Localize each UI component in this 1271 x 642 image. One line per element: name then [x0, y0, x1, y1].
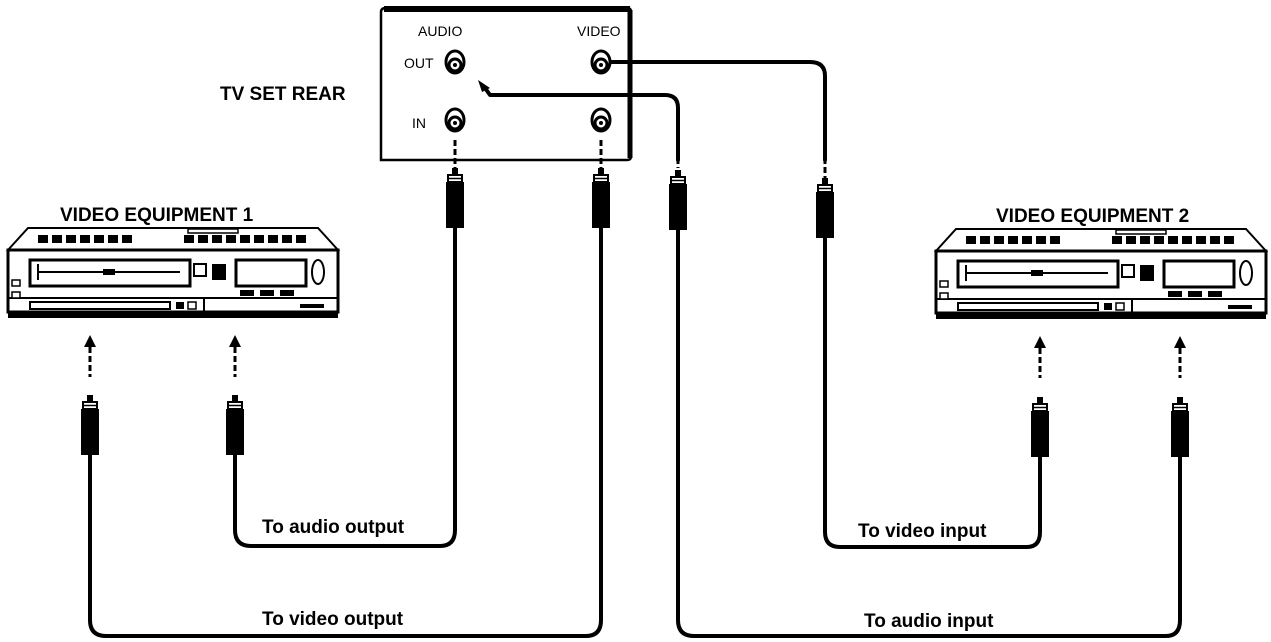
plug-audio-in [445, 167, 465, 229]
cable-video-to-eq2 [610, 60, 827, 162]
cable-audio-to-eq2 [483, 86, 680, 162]
to-video-output-label: To video output [262, 609, 404, 630]
arrow-up-icon [1172, 334, 1188, 380]
in-label: IN [412, 115, 426, 131]
video-equipment-2 [934, 227, 1268, 321]
video-equipment-1-label: VIDEO EQUIPMENT 1 [60, 205, 254, 226]
audio-out-jack [444, 49, 466, 75]
plug-eq2-video [1030, 396, 1050, 458]
video-in-jack [590, 107, 612, 133]
arrow-up-icon [82, 333, 98, 379]
cable-audio-output [233, 226, 457, 548]
plug-eq2-audio [1170, 396, 1190, 458]
out-label: OUT [404, 55, 434, 71]
arrow-up-icon [227, 333, 243, 379]
audio-label: AUDIO [418, 23, 462, 39]
plug-video-out [815, 177, 835, 239]
video-out-jack [590, 49, 612, 75]
plug-video-in [591, 167, 611, 229]
video-label: VIDEO [577, 23, 621, 39]
cable-audio-input [676, 228, 1182, 638]
plug-eq1-audio [225, 394, 245, 456]
to-audio-input-label: To audio input [864, 611, 994, 632]
arrow-up-icon [1032, 334, 1048, 380]
cable-video-input [823, 236, 1042, 549]
cable-video-output [88, 226, 603, 638]
video-equipment-2-label: VIDEO EQUIPMENT 2 [996, 206, 1189, 227]
tv-rear-panel [379, 6, 633, 162]
video-equipment-1 [6, 226, 340, 320]
plug-audio-out [668, 169, 688, 231]
to-video-input-label: To video input [858, 521, 987, 542]
to-audio-output-label: To audio output [262, 517, 405, 538]
tv-set-rear-title: TV SET REAR [220, 84, 346, 105]
audio-in-jack [444, 107, 466, 133]
plug-eq1-video [80, 394, 100, 456]
